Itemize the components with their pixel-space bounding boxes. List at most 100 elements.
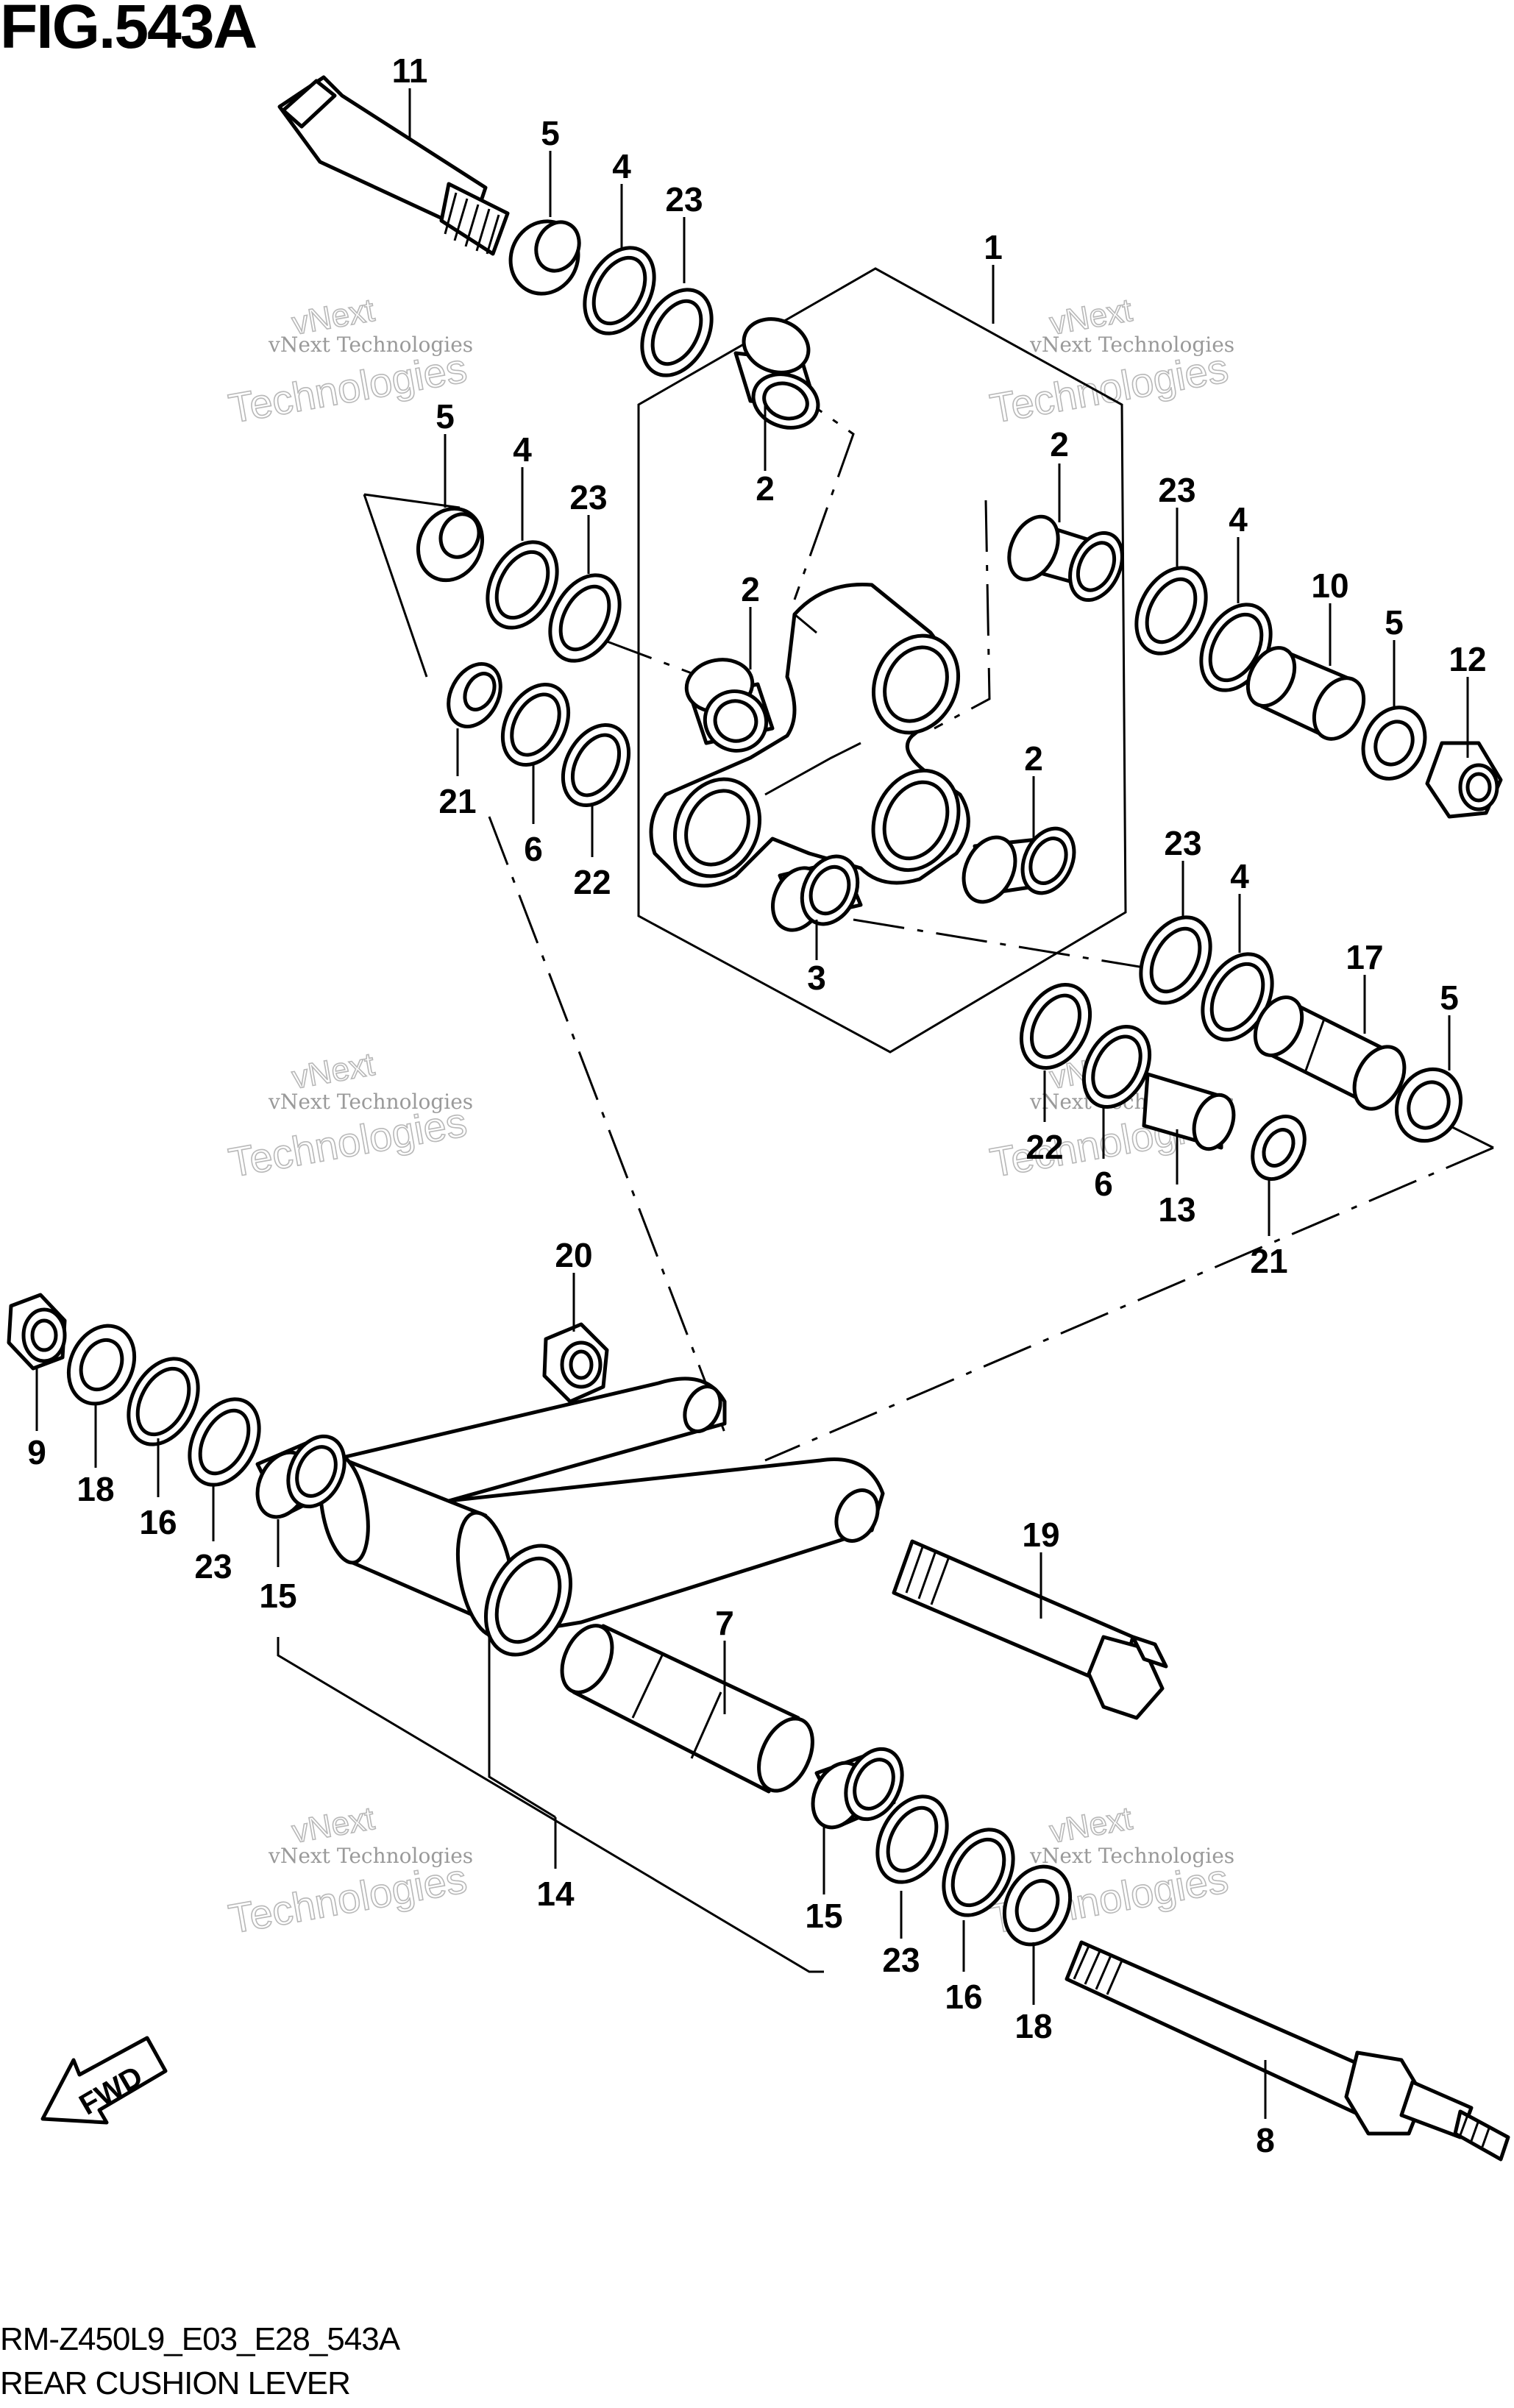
part-21-washer-left[interactable] <box>438 655 511 736</box>
callout-4-right-upper: 4 <box>1229 500 1248 539</box>
part-2-bearing-left[interactable] <box>683 655 776 761</box>
part-19-bolt[interactable] <box>892 1539 1168 1720</box>
svg-text:vNext: vNext <box>1047 1800 1134 1850</box>
callouts: 1 2 2 2 2 2 3 4 4 4 4 5 5 5 5 6 6 7 8 9 … <box>27 52 1486 2159</box>
callout-8: 8 <box>1256 2121 1275 2159</box>
callout-15-right: 15 <box>805 1897 842 1935</box>
callout-14: 14 <box>536 1875 575 1913</box>
part-23-washer-right-upper[interactable] <box>1123 556 1220 666</box>
part-23-washer-lower-left[interactable] <box>176 1388 273 1497</box>
part-13-collar[interactable] <box>1142 1072 1240 1154</box>
part-6-seal-right[interactable] <box>1070 1015 1162 1118</box>
callout-11: 11 <box>392 52 428 90</box>
part-11-bolt[interactable] <box>277 75 510 256</box>
callout-21-left: 21 <box>438 782 476 820</box>
part-10-collar[interactable] <box>1239 640 1374 747</box>
part-8-long-bolt[interactable] <box>1065 1940 1510 2162</box>
part-18-collar-right[interactable] <box>992 1855 1083 1955</box>
part-18-collar-left[interactable] <box>57 1315 147 1414</box>
part-20-nut[interactable] <box>542 1322 609 1404</box>
bracket-bottom-14 <box>488 1630 556 1819</box>
watermark-bottom-left: vNext vNext Technologies Technologies <box>224 1800 473 1942</box>
callout-16-left: 16 <box>139 1503 177 1541</box>
part-4-seal-left[interactable] <box>474 530 571 640</box>
part-16-seal-left[interactable] <box>115 1347 212 1457</box>
part-4-seal-right-upper[interactable] <box>1187 593 1284 703</box>
part-15-bearing-right[interactable] <box>803 1740 913 1836</box>
part-23-washer-left[interactable] <box>536 564 633 673</box>
part-2-bearing-lower-right[interactable] <box>954 820 1084 910</box>
bracket-right-end <box>1449 1124 1494 1149</box>
part-2-bearing-right[interactable] <box>1000 509 1132 608</box>
svg-text:vNext Technologies: vNext Technologies <box>268 333 473 357</box>
svg-text:Technologies: Technologies <box>225 344 470 432</box>
part-4-seal-right-lower[interactable] <box>1189 942 1286 1052</box>
watermark-mid-left: vNext vNext Technologies Technologies <box>224 1045 473 1186</box>
part-5-collar-left[interactable] <box>407 498 494 591</box>
part-5-collar-right-lower[interactable] <box>1385 1059 1472 1151</box>
callout-7: 7 <box>715 1604 734 1642</box>
part-2-bearing-top[interactable] <box>733 310 825 437</box>
svg-text:vNext: vNext <box>289 1046 377 1096</box>
callout-18-left: 18 <box>77 1470 114 1508</box>
part-4-seal-top[interactable] <box>571 236 668 346</box>
part-1-cushion-lever[interactable] <box>649 583 974 890</box>
watermark-top-right: vNext vNext Technologies Technologies <box>986 291 1234 432</box>
callout-23-top: 23 <box>665 180 703 219</box>
callout-23-lower-right: 23 <box>882 1941 920 1979</box>
figure-code: RM-Z450L9_E03_E28_543A <box>0 2321 400 2357</box>
callout-12: 12 <box>1449 640 1486 678</box>
callout-23-lower-left: 23 <box>194 1547 232 1585</box>
callout-16-right: 16 <box>945 1978 982 2016</box>
part-7-collar[interactable] <box>552 1618 823 1800</box>
figure-title: FIG.543A <box>0 0 257 61</box>
callout-23-right-lower: 23 <box>1164 824 1201 862</box>
callout-22-left: 22 <box>573 863 611 901</box>
part-16-seal-right[interactable] <box>930 1818 1027 1928</box>
callout-10: 10 <box>1311 567 1348 605</box>
group-outline-item-1 <box>637 267 1127 1054</box>
bracket-left-upper <box>363 494 428 678</box>
callout-18-right: 18 <box>1014 2007 1052 2045</box>
part-17-collar[interactable] <box>1246 990 1415 1118</box>
callout-23-right-upper: 23 <box>1158 471 1195 509</box>
callout-20: 20 <box>555 1236 592 1274</box>
part-23-washer-lower-right[interactable] <box>864 1785 961 1894</box>
part-22-washer-right[interactable] <box>1008 973 1104 1079</box>
part-9-nut[interactable] <box>7 1293 67 1371</box>
figure-name: REAR CUSHION LEVER <box>0 2365 351 2401</box>
svg-text:vNext Technologies: vNext Technologies <box>1029 1844 1234 1868</box>
bracket-bottom-left <box>277 1637 824 1973</box>
part-23-washer-top[interactable] <box>628 278 725 388</box>
callout-2-lower: 2 <box>1024 739 1043 778</box>
part-12-nut[interactable] <box>1425 741 1503 819</box>
svg-text:vNext Technologies: vNext Technologies <box>1029 333 1234 357</box>
leader-left-link <box>488 816 730 1443</box>
callout-23-left: 23 <box>569 478 607 516</box>
callout-15-left: 15 <box>259 1577 296 1615</box>
part-5-collar-right-upper[interactable] <box>1352 697 1437 789</box>
callout-2-right: 2 <box>1050 425 1069 464</box>
leader-lines <box>35 88 1469 2119</box>
part-3-bearing[interactable] <box>763 848 868 939</box>
part-21-washer-right[interactable] <box>1243 1107 1315 1188</box>
callout-5-left: 5 <box>436 397 455 436</box>
part-14-cushion-rod[interactable] <box>313 1377 885 1669</box>
part-23-washer-right-lower[interactable] <box>1127 906 1224 1015</box>
part-15-bearing-left[interactable] <box>248 1427 355 1525</box>
callout-9: 9 <box>27 1433 46 1471</box>
callout-6-left: 6 <box>524 830 543 868</box>
svg-text:vNext Technologies: vNext Technologies <box>268 1844 473 1868</box>
callout-2-top: 2 <box>756 469 775 508</box>
part-6-seal-left[interactable] <box>489 673 581 776</box>
callout-22-right: 22 <box>1026 1128 1063 1166</box>
part-22-washer-left[interactable] <box>550 714 642 817</box>
callout-1: 1 <box>984 228 1003 266</box>
callout-4-right-lower: 4 <box>1230 857 1249 895</box>
svg-text:vNext: vNext <box>289 1800 377 1850</box>
bracket-left-top <box>363 493 461 509</box>
svg-text:Technologies: Technologies <box>987 344 1232 432</box>
part-5-collar-top[interactable] <box>499 210 590 305</box>
